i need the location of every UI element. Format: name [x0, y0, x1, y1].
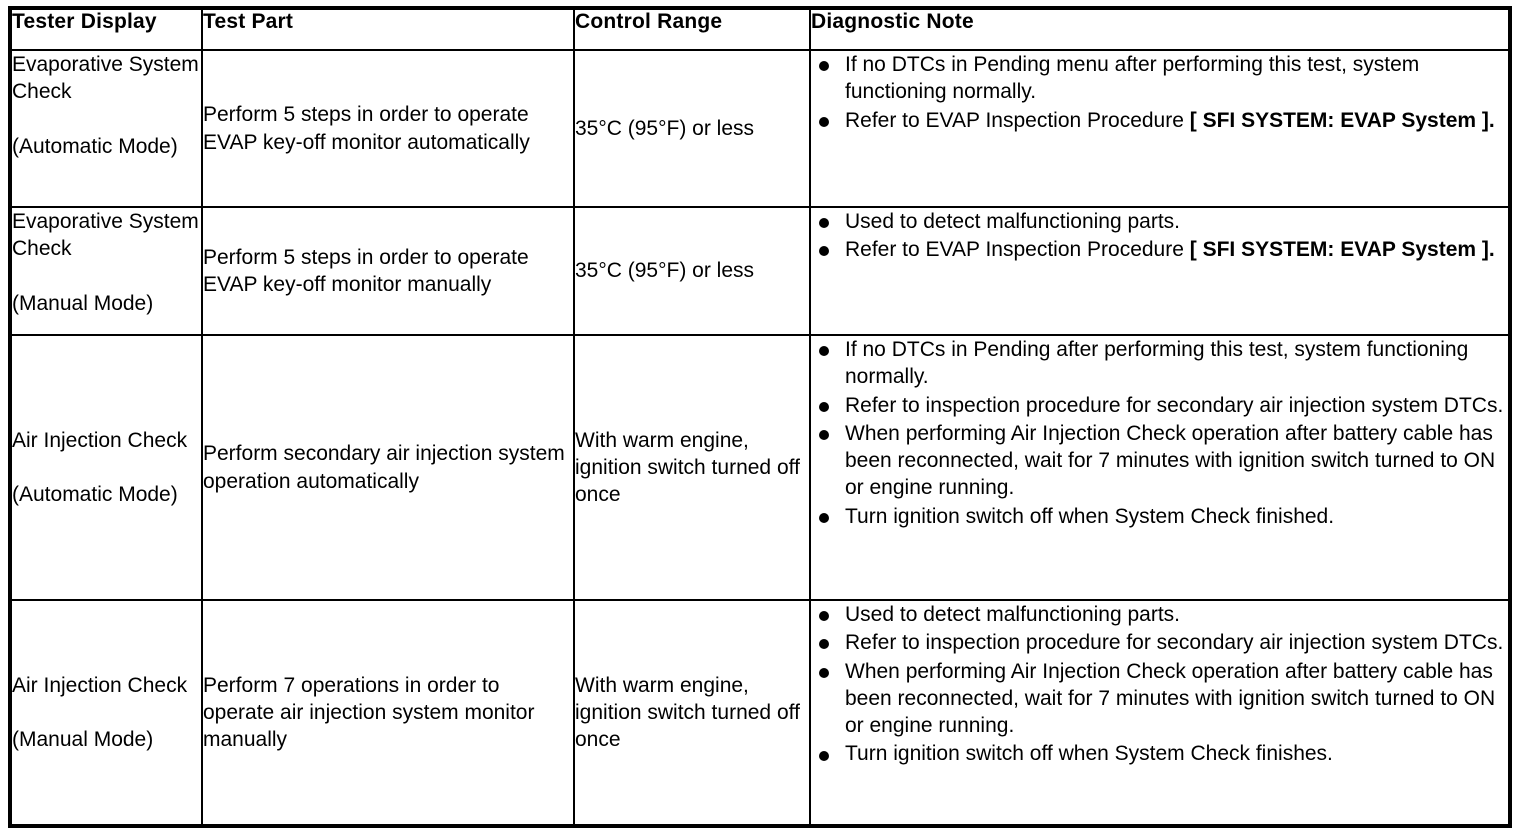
tester-display-mode: (Manual Mode): [12, 728, 154, 752]
list-item: Used to detect malfunctioning parts.: [811, 208, 1508, 235]
column-header-diagnostic-note: Diagnostic Note: [809, 7, 1511, 51]
header-row: Tester Display Test Part Control Range D…: [9, 7, 1511, 51]
cell-tester-display: Evaporative System Check (Manual Mode): [9, 206, 203, 336]
list-item: If no DTCs in Pending menu after perform…: [811, 51, 1508, 106]
list-item: Refer to EVAP Inspection Procedure [ SFI…: [811, 107, 1508, 134]
table-header: Tester Display Test Part Control Range D…: [9, 7, 1511, 51]
list-item: Refer to EVAP Inspection Procedure [ SFI…: [811, 236, 1508, 263]
note-text: If no DTCs in Pending menu after perform…: [845, 53, 1420, 104]
note-text: Refer to EVAP Inspection Procedure: [845, 238, 1190, 262]
note-bold-text: [ SFI SYSTEM: EVAP System ].: [1189, 238, 1495, 262]
tester-display-name: Air Injection Check: [12, 428, 188, 452]
tester-display-name: Air Injection Check: [12, 673, 188, 697]
list-item: If no DTCs in Pending after performing t…: [811, 336, 1508, 391]
table-row: Air Injection Check (Manual Mode) Perfor…: [9, 599, 1511, 827]
note-text: Refer to inspection procedure for second…: [845, 393, 1504, 417]
list-item: When performing Air Injection Check oper…: [811, 420, 1508, 502]
note-text: When performing Air Injection Check oper…: [845, 421, 1496, 500]
list-item: Turn ignition switch off when System Che…: [811, 740, 1508, 767]
note-text: Used to detect malfunctioning parts.: [845, 603, 1181, 626]
cell-control-range: 35°C (95°F) or less: [573, 206, 811, 336]
cell-test-part: Perform 7 operations in order to operate…: [201, 599, 575, 827]
table-row: Evaporative System Check (Manual Mode) P…: [9, 206, 1511, 336]
note-text: Refer to inspection procedure for second…: [845, 631, 1504, 655]
table-row: Air Injection Check (Automatic Mode) Per…: [9, 334, 1511, 601]
list-item: Turn ignition switch off when System Che…: [811, 503, 1508, 530]
list-item: When performing Air Injection Check oper…: [811, 658, 1508, 740]
cell-diagnostic-note: Used to detect malfunctioning parts. Ref…: [809, 206, 1511, 336]
list-item: Used to detect malfunctioning parts.: [811, 601, 1508, 628]
cell-tester-display: Air Injection Check (Manual Mode): [9, 599, 203, 827]
diagnostic-note-list: Used to detect malfunctioning parts. Ref…: [811, 601, 1508, 768]
column-header-control-range: Control Range: [573, 7, 811, 51]
note-text: Turn ignition switch off when System Che…: [845, 742, 1333, 766]
diagnostic-note-list: If no DTCs in Pending menu after perform…: [811, 51, 1508, 134]
cell-tester-display: Air Injection Check (Automatic Mode): [9, 334, 203, 601]
cell-diagnostic-note: Used to detect malfunctioning parts. Ref…: [809, 599, 1511, 827]
list-item: Refer to inspection procedure for second…: [811, 392, 1508, 419]
cell-diagnostic-note: If no DTCs in Pending after performing t…: [809, 334, 1511, 601]
note-bold-text: [ SFI SYSTEM: EVAP System ].: [1189, 108, 1495, 132]
cell-control-range: With warm engine, ignition switch turned…: [573, 334, 811, 601]
cell-test-part: Perform 5 steps in order to operate EVAP…: [201, 49, 575, 208]
tester-display-table: Tester Display Test Part Control Range D…: [8, 6, 1512, 828]
tester-display-mode: (Automatic Mode): [12, 483, 178, 507]
note-text: Turn ignition switch off when System Che…: [845, 504, 1335, 528]
tester-display-name: Evaporative System Check: [12, 210, 199, 261]
cell-test-part: Perform secondary air injection system o…: [201, 334, 575, 601]
table-body: Evaporative System Check (Automatic Mode…: [9, 49, 1511, 827]
note-text: Used to detect malfunctioning parts.: [845, 210, 1181, 233]
table-row: Evaporative System Check (Automatic Mode…: [9, 49, 1511, 208]
tester-display-mode: (Manual Mode): [12, 291, 154, 315]
cell-control-range: 35°C (95°F) or less: [573, 49, 811, 208]
note-text: Refer to EVAP Inspection Procedure: [845, 108, 1190, 132]
cell-tester-display: Evaporative System Check (Automatic Mode…: [9, 49, 203, 208]
column-header-tester-display: Tester Display: [9, 7, 203, 51]
tester-display-mode: (Automatic Mode): [12, 134, 178, 158]
cell-diagnostic-note: If no DTCs in Pending menu after perform…: [809, 49, 1511, 208]
column-header-test-part: Test Part: [201, 7, 575, 51]
diagnostic-note-list: Used to detect malfunctioning parts. Ref…: [811, 208, 1508, 264]
list-item: Refer to inspection procedure for second…: [811, 629, 1508, 656]
note-text: If no DTCs in Pending after performing t…: [845, 338, 1469, 389]
diagnostic-note-list: If no DTCs in Pending after performing t…: [811, 336, 1508, 530]
note-text: When performing Air Injection Check oper…: [845, 659, 1496, 738]
diagnostic-table-container: Tester Display Test Part Control Range D…: [8, 6, 1512, 828]
cell-test-part: Perform 5 steps in order to operate EVAP…: [201, 206, 575, 336]
cell-control-range: With warm engine, ignition switch turned…: [573, 599, 811, 827]
tester-display-name: Evaporative System Check: [12, 53, 199, 104]
